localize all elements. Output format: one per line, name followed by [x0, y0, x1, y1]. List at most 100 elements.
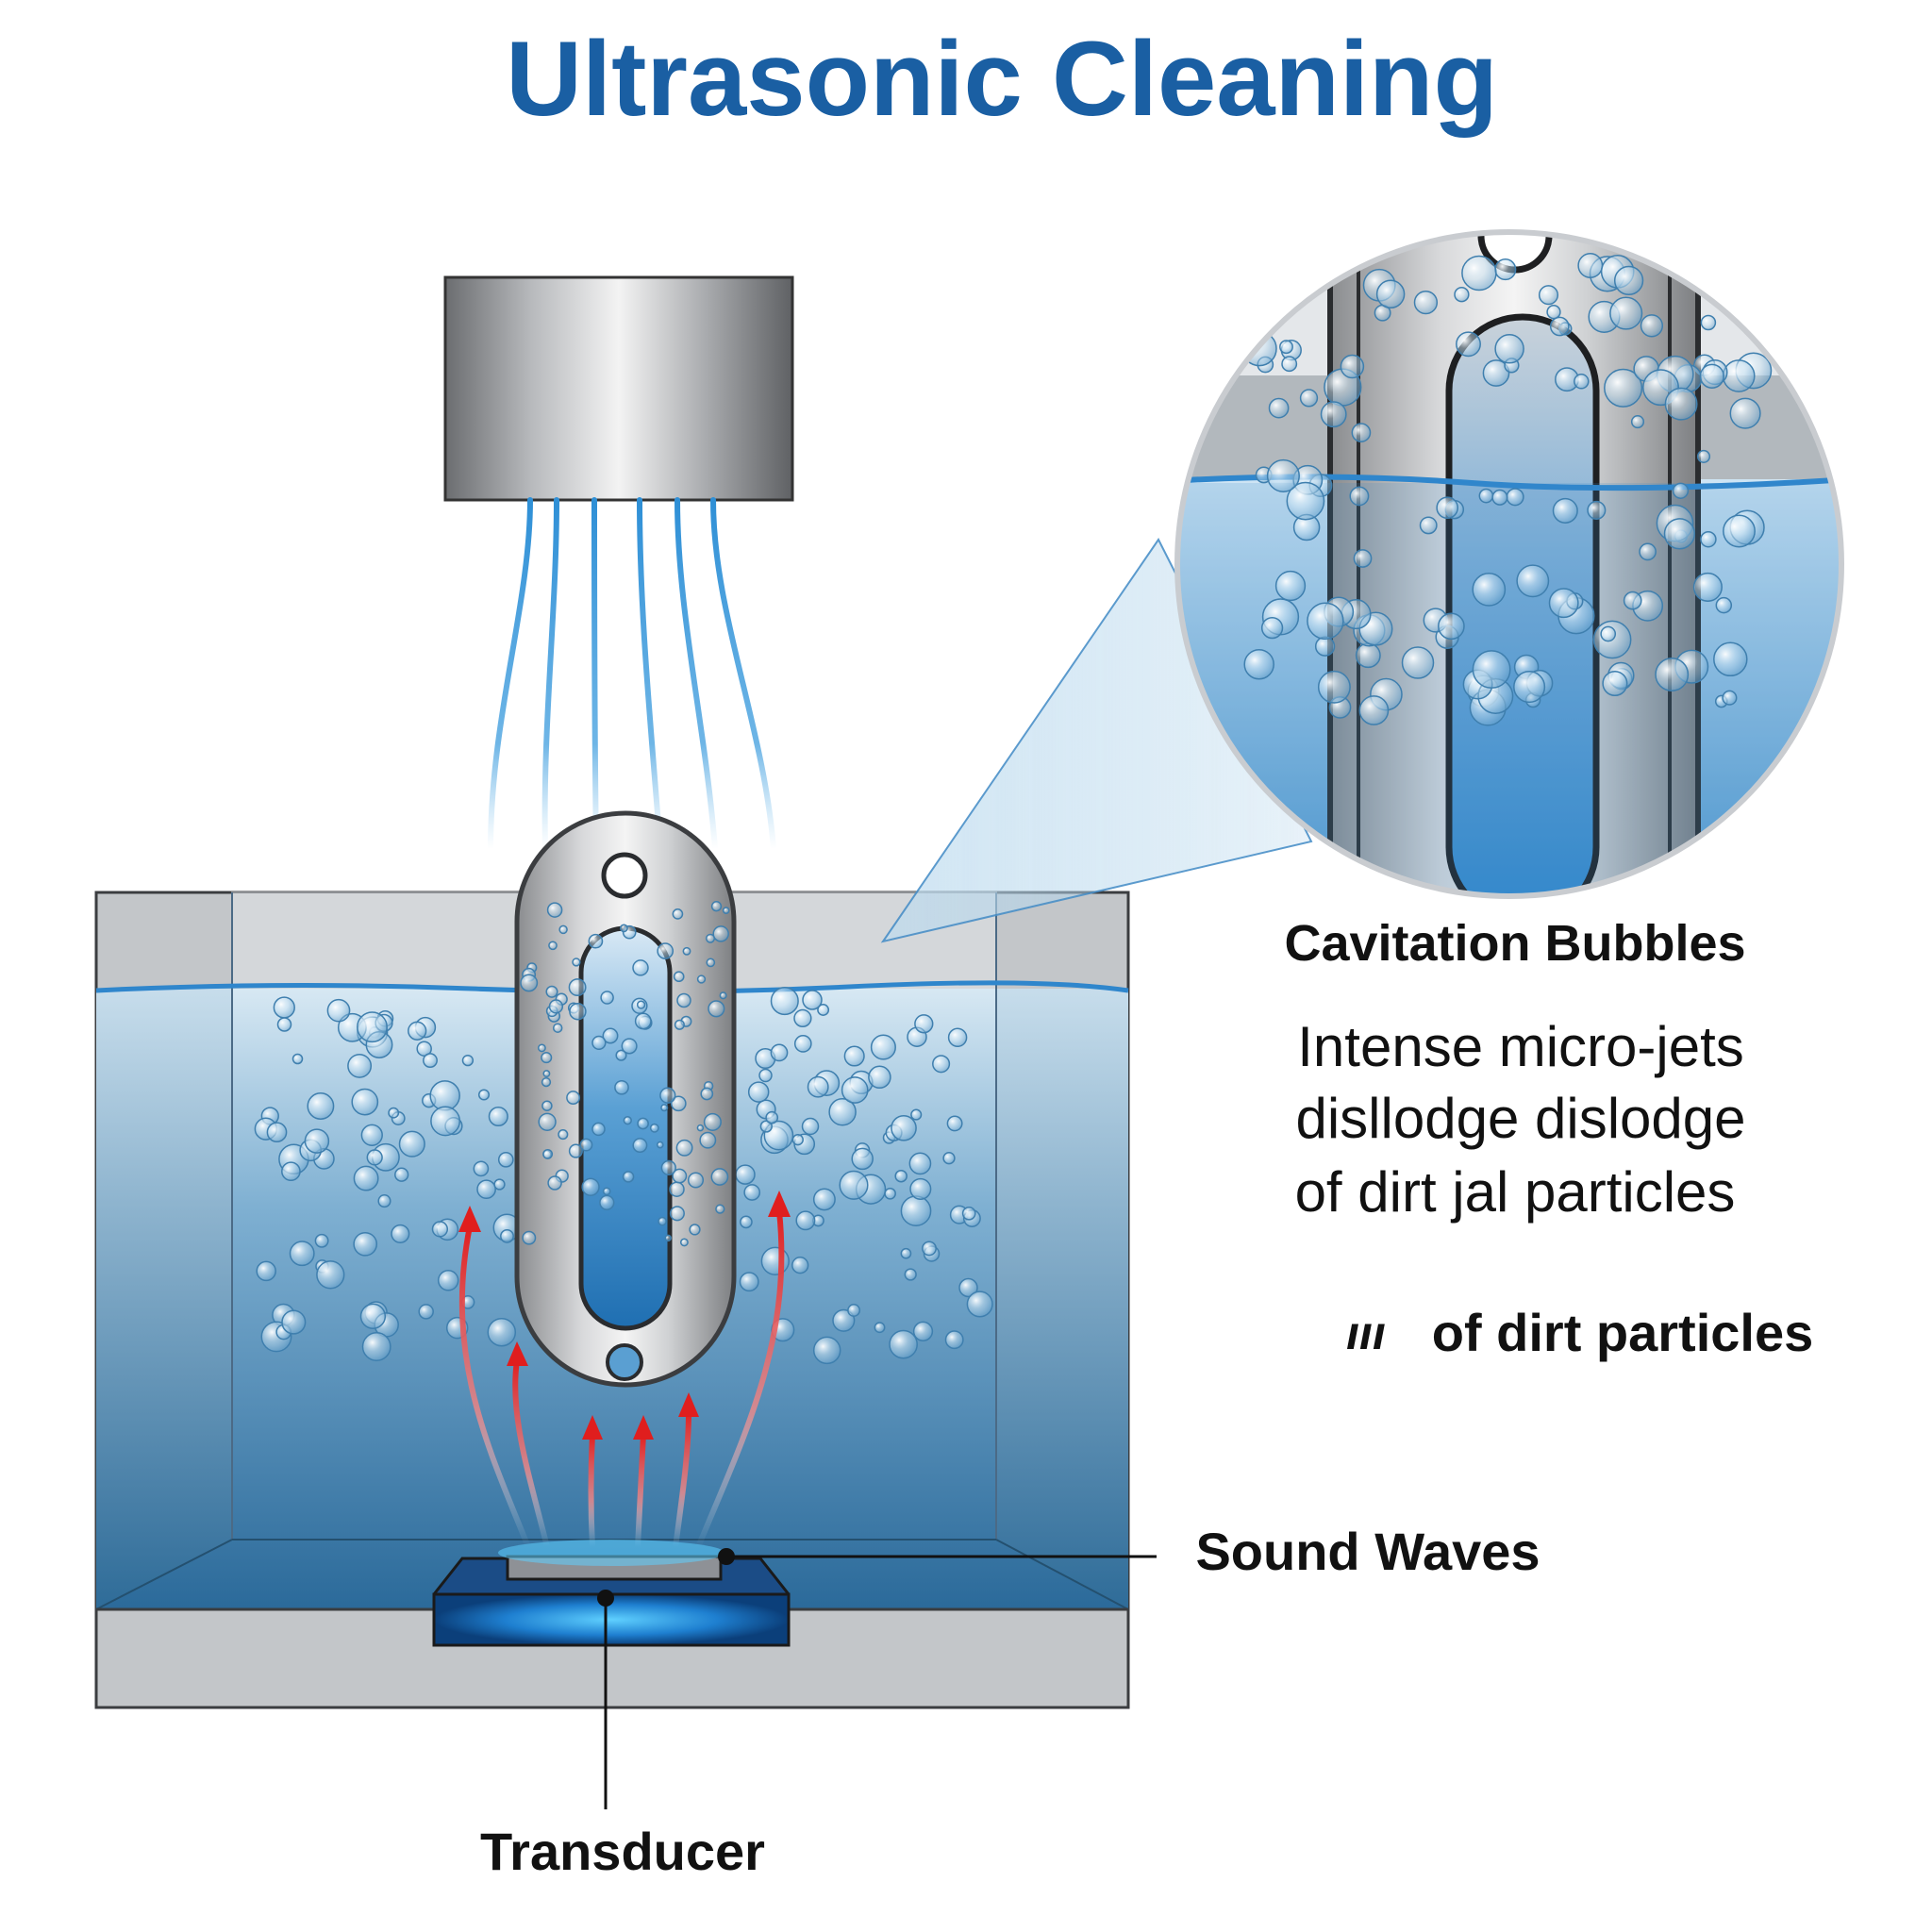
bubble — [541, 1052, 553, 1064]
bubble — [622, 1171, 635, 1183]
dirt-particles-label: of dirt particles — [1432, 1303, 1814, 1362]
bubble — [461, 1054, 475, 1067]
bubble — [477, 1089, 491, 1101]
bubble — [703, 1112, 722, 1131]
bubble — [430, 1106, 461, 1137]
bubble — [1577, 253, 1604, 278]
bubble — [1317, 670, 1351, 704]
bubble — [660, 1104, 669, 1112]
bubble — [1243, 648, 1274, 680]
bubble — [1546, 305, 1561, 320]
bubble — [545, 985, 558, 998]
bubble — [841, 1076, 869, 1104]
dirt-mark: ııı — [1346, 1307, 1386, 1359]
bubble — [1472, 573, 1507, 607]
bubble — [670, 1095, 687, 1112]
bubble — [912, 1321, 934, 1341]
bubble — [581, 1177, 600, 1196]
bubble — [289, 1241, 315, 1267]
bubble — [636, 1000, 646, 1009]
zoom-bubbles — [1241, 252, 1773, 726]
bubble — [1268, 397, 1290, 419]
bubble — [1723, 514, 1756, 548]
bubble — [1506, 488, 1524, 507]
bubble — [1549, 316, 1570, 337]
bubble — [431, 1221, 449, 1238]
bubble — [812, 1188, 836, 1211]
bubble — [1260, 616, 1284, 640]
bubble — [579, 1138, 593, 1152]
bubble — [672, 1168, 688, 1184]
bubble — [423, 1053, 438, 1069]
bubble — [1279, 340, 1293, 355]
bubble — [281, 1161, 301, 1182]
bubble — [1274, 570, 1307, 602]
bubble — [944, 1330, 964, 1350]
bubble — [1672, 482, 1690, 499]
bubble — [634, 1012, 652, 1030]
bubble — [1419, 516, 1438, 535]
bubble — [488, 1106, 508, 1127]
bubble — [357, 1011, 388, 1043]
bubble — [377, 1194, 391, 1208]
bubble — [266, 1122, 288, 1143]
bubble — [1413, 290, 1439, 315]
bubble — [1513, 671, 1546, 704]
bubble — [801, 1117, 820, 1136]
bubble — [722, 907, 730, 914]
bubble — [1281, 356, 1298, 373]
bubble — [1602, 670, 1628, 697]
bubble — [807, 1075, 829, 1098]
bubble — [1552, 497, 1578, 524]
bubble — [473, 1160, 490, 1177]
bubble — [659, 1087, 676, 1104]
bubble — [398, 1130, 425, 1158]
bubble — [429, 1080, 460, 1111]
bubble — [1358, 695, 1390, 725]
bubble — [1516, 564, 1550, 598]
bubble — [353, 1165, 379, 1191]
bubble — [1574, 374, 1590, 390]
bubble — [1266, 458, 1300, 492]
bubble — [1375, 279, 1406, 309]
bubble — [602, 1187, 611, 1196]
bubble — [696, 1124, 705, 1132]
bubble — [874, 1322, 886, 1334]
bubble — [922, 1241, 937, 1257]
bubble — [614, 1079, 629, 1095]
bubble — [632, 959, 649, 976]
bubble — [743, 1184, 761, 1201]
bubble — [1548, 588, 1579, 619]
bubble — [326, 998, 351, 1023]
bubble — [832, 1308, 856, 1332]
bubble — [602, 1027, 619, 1044]
bubble — [1494, 258, 1517, 281]
bubble — [391, 1224, 410, 1243]
bubble — [497, 1151, 514, 1168]
bubble — [904, 1268, 917, 1281]
bubble — [791, 1134, 804, 1146]
bubble — [632, 1138, 648, 1154]
bubble — [1700, 530, 1717, 548]
bubble — [947, 1027, 968, 1048]
bubble — [868, 1065, 891, 1090]
bubble — [909, 1177, 932, 1200]
bubble — [1355, 642, 1381, 669]
bubble — [1307, 602, 1344, 641]
bubble — [710, 1168, 729, 1186]
bubble — [1663, 518, 1696, 550]
bubble — [548, 999, 564, 1014]
transducer-label: Transducer — [480, 1822, 765, 1881]
bubble — [894, 1169, 908, 1183]
bubble — [1491, 489, 1508, 506]
bubble — [1314, 636, 1336, 657]
bubble — [1456, 331, 1481, 358]
bubble — [487, 1317, 517, 1347]
bubble — [552, 1023, 563, 1033]
bubble — [674, 1019, 685, 1030]
bubble — [675, 1139, 693, 1157]
bubble — [623, 1116, 632, 1125]
bubble — [699, 1131, 717, 1149]
bubble — [1538, 285, 1559, 306]
bubble — [351, 1088, 379, 1116]
